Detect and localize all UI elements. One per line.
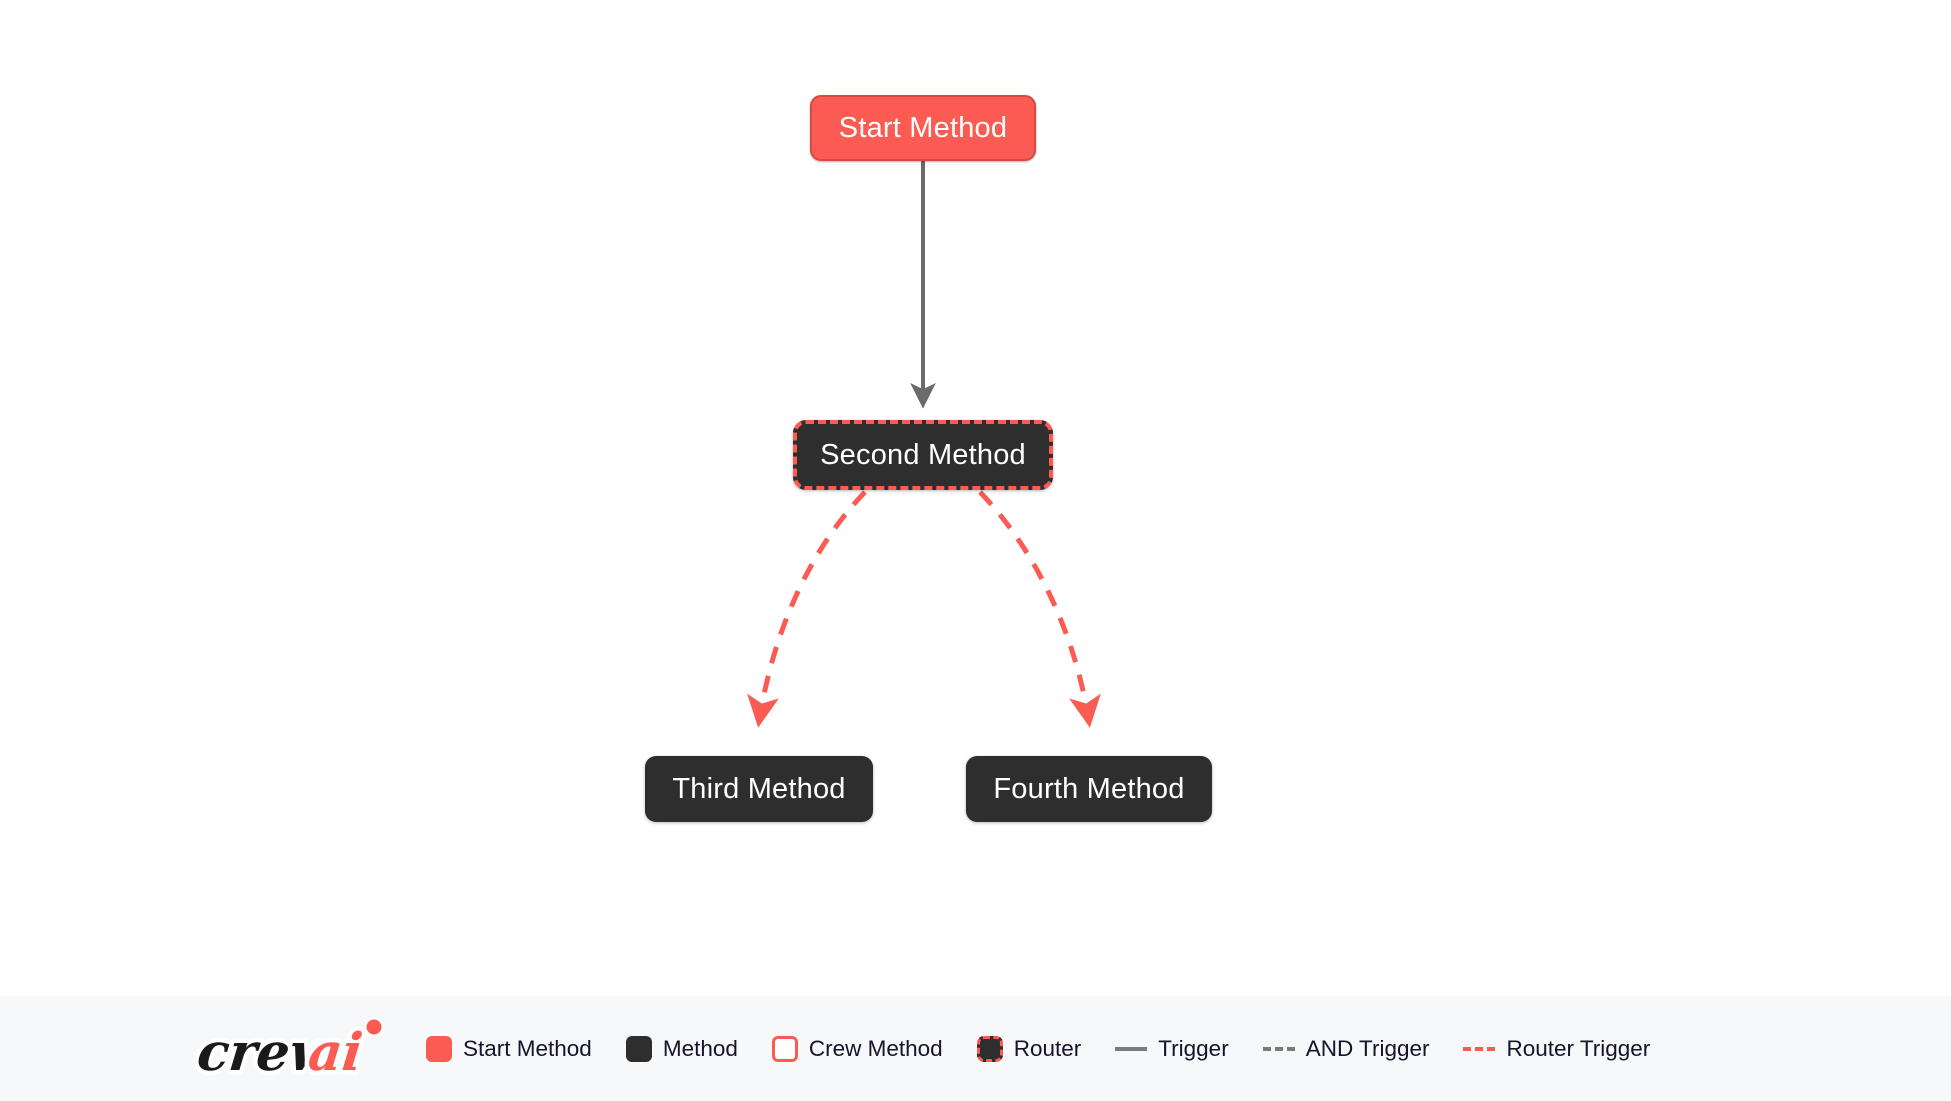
- flow-canvas[interactable]: Start Method Second Method Third Method …: [0, 0, 1951, 996]
- flow-node-label: Second Method: [820, 438, 1026, 471]
- legend-item-router-trigger: Router Trigger: [1463, 1036, 1650, 1062]
- flow-node-label: Third Method: [672, 772, 846, 805]
- flow-node-label: Fourth Method: [993, 772, 1185, 805]
- legend-item-start-method: Start Method: [426, 1035, 592, 1062]
- crew-method-swatch-icon: [771, 1035, 798, 1062]
- legend-item-label: Router: [1013, 1035, 1082, 1061]
- svg-text:ai: ai: [306, 1022, 366, 1083]
- legend-item-label: Method: [662, 1035, 738, 1061]
- legend-item-trigger: Trigger: [1115, 1035, 1229, 1062]
- flow-node-start-method[interactable]: Start Method: [810, 95, 1036, 161]
- start-method-swatch-icon: [426, 1035, 452, 1062]
- legend-item-label: Trigger: [1158, 1035, 1229, 1061]
- legend-item-method: Method: [625, 1035, 738, 1062]
- legend-item-label: Crew Method: [808, 1035, 943, 1061]
- router-swatch-icon: [976, 1035, 1003, 1062]
- flow-node-second-method[interactable]: Second Method: [793, 420, 1053, 490]
- legend-item-label: Start Method: [463, 1035, 592, 1061]
- legend-item-crew-method: Crew Method: [771, 1035, 943, 1062]
- flow-node-fourth-method[interactable]: Fourth Method: [966, 756, 1212, 822]
- flow-node-third-method[interactable]: Third Method: [645, 756, 873, 822]
- trigger-line-icon: [1115, 1046, 1148, 1051]
- svg-text:crew: crew: [195, 1022, 340, 1083]
- edge-second-to-third: [747, 490, 867, 728]
- svg-text:crew: crew: [195, 1022, 340, 1083]
- legend-item-and-trigger: AND Trigger: [1262, 1035, 1430, 1062]
- and-trigger-line-icon: [1262, 1046, 1295, 1051]
- legend-item-router: Router: [976, 1035, 1082, 1062]
- legend-item-label: AND Trigger: [1305, 1035, 1430, 1061]
- method-swatch-icon: [625, 1035, 652, 1062]
- legend-bar: crew crew ai ai Start Method Method Crew…: [0, 996, 1951, 1101]
- edge-layer: [747, 161, 1101, 728]
- legend-item-label: Router Trigger: [1506, 1035, 1651, 1061]
- flow-node-label: Start Method: [838, 111, 1008, 144]
- crewai-logo: crew crew ai ai: [188, 1012, 398, 1086]
- router-trigger-line-icon: [1463, 1046, 1496, 1051]
- svg-text:ai: ai: [306, 1022, 366, 1083]
- edge-second-to-fourth: [978, 490, 1101, 728]
